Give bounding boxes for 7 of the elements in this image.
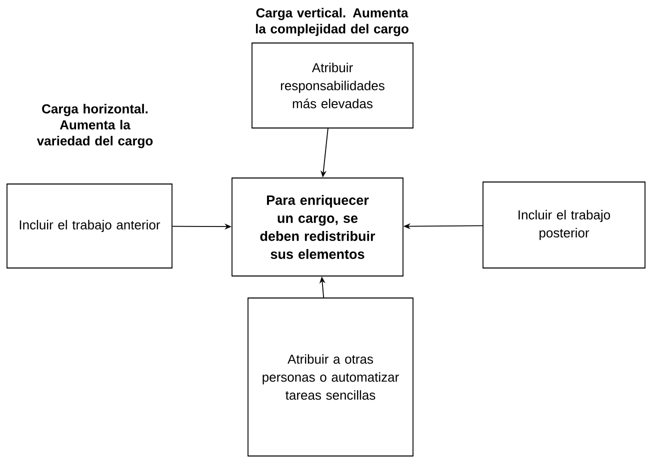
process-box: Atribuir responsabilidades más elevadas — [252, 42, 414, 128]
process-box: Incluir el trabajo anterior — [6, 184, 172, 268]
process-box: Incluir el trabajo posterior — [482, 182, 646, 268]
heading: Carga horizontal. Aumenta la variedad del cargo — [36, 104, 153, 148]
heading: Carga vertical. Aumenta la complejidad del cargo — [256, 8, 408, 36]
process-box: Atribuir a otras personas o automatizar tareas sencillas — [248, 298, 414, 456]
process-box: Para enriquecer un cargo, se deben redistribuir sus elementos — [232, 178, 404, 276]
